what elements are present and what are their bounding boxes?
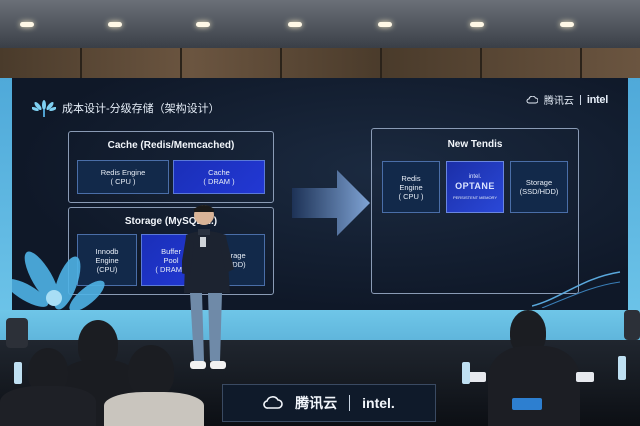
slide-brand: 腾讯云 intel bbox=[526, 92, 608, 107]
stage-spotlight-left bbox=[6, 318, 28, 348]
box-line: Redis bbox=[401, 173, 421, 183]
wood-wall bbox=[0, 48, 640, 78]
slide-title-row: 成本设计-分级存储（架构设计） bbox=[32, 98, 220, 118]
box-line: ( DRAM ) bbox=[203, 177, 235, 186]
box-line: (CPU) bbox=[96, 264, 118, 274]
podium-sign: 腾讯云 intel. bbox=[222, 384, 436, 422]
redis-engine-box: Redis Engine ( CPU ) bbox=[77, 160, 169, 194]
cache-panel-title: Cache (Redis/Memcached) bbox=[107, 140, 235, 151]
swirl-decoration bbox=[532, 271, 621, 308]
optane-label: OPTANE bbox=[455, 180, 495, 191]
cloud-icon bbox=[263, 396, 283, 409]
cache-dram-box: Cache ( DRAM ) bbox=[173, 160, 265, 194]
box-line: Storage bbox=[525, 178, 553, 187]
side-led-panel-left bbox=[0, 78, 12, 340]
box-line: Engine bbox=[95, 255, 119, 265]
box-line: Cache bbox=[208, 168, 230, 177]
box-line: (SSD/HDD) bbox=[519, 187, 559, 196]
water-bottle bbox=[14, 362, 22, 384]
brand-divider bbox=[579, 94, 581, 105]
box-line: Engine bbox=[399, 182, 423, 192]
flower-decoration bbox=[12, 251, 105, 310]
water-bottle bbox=[462, 362, 470, 384]
audience-body bbox=[488, 346, 580, 426]
audience-head bbox=[128, 345, 174, 397]
box-line: Redis Engine bbox=[100, 168, 146, 177]
box-line: ...rage bbox=[224, 251, 246, 260]
cloud-icon bbox=[526, 95, 538, 103]
tendis-redis-engine-box: Redis Engine ( CPU ) bbox=[382, 161, 440, 213]
tendis-storage-box: Storage (SSD/HDD) bbox=[510, 161, 568, 213]
box-line: ( CPU ) bbox=[110, 177, 136, 186]
tendis-panel-title: New Tendis bbox=[447, 139, 503, 150]
name-card bbox=[576, 372, 594, 382]
name-card bbox=[512, 398, 542, 410]
brand-cloud-text: 腾讯云 bbox=[543, 96, 574, 107]
presentation-screen: 成本设计-分级存储（架构设计） 腾讯云 intel Cache (Redis/M… bbox=[12, 78, 628, 310]
audience-body bbox=[104, 392, 204, 426]
optane-intel-label: intel. bbox=[468, 173, 482, 180]
water-bottle bbox=[618, 356, 626, 380]
name-card bbox=[468, 372, 486, 382]
audience-body bbox=[0, 386, 96, 426]
optane-box: intel. OPTANE PERSISTENT MEMORY bbox=[446, 161, 504, 213]
cache-panel: Cache (Redis/Memcached) Redis Engine ( C… bbox=[68, 131, 274, 203]
ceiling bbox=[0, 0, 640, 48]
box-line: (HDD) bbox=[224, 260, 246, 269]
tendis-panel: New Tendis Redis Engine ( CPU ) intel. O… bbox=[371, 128, 579, 294]
stage-spotlight-right bbox=[624, 310, 640, 340]
optane-sub-label: PERSISTENT MEMORY bbox=[452, 194, 498, 200]
box-line: ( CPU ) bbox=[398, 191, 424, 201]
side-led-panel-right bbox=[628, 78, 640, 340]
box-line: Pool bbox=[163, 255, 179, 265]
podium-brand-intel: intel. bbox=[362, 395, 395, 411]
box-line: Buffer bbox=[161, 246, 181, 256]
storage-panel-title: Storage (MySQL/...) bbox=[124, 216, 218, 227]
box-line: ( DRAM ) bbox=[155, 264, 187, 274]
slide-title: 成本设计-分级存储（架构设计） bbox=[62, 103, 220, 115]
right-arrow-icon bbox=[292, 170, 370, 236]
speaker-person bbox=[182, 205, 234, 369]
podium-brand-cloud: 腾讯云 bbox=[295, 395, 338, 411]
flower-icon bbox=[32, 100, 56, 117]
brand-intel-text: intel bbox=[586, 93, 608, 106]
podium-divider bbox=[349, 395, 351, 411]
box-line: Innodb bbox=[95, 246, 119, 256]
